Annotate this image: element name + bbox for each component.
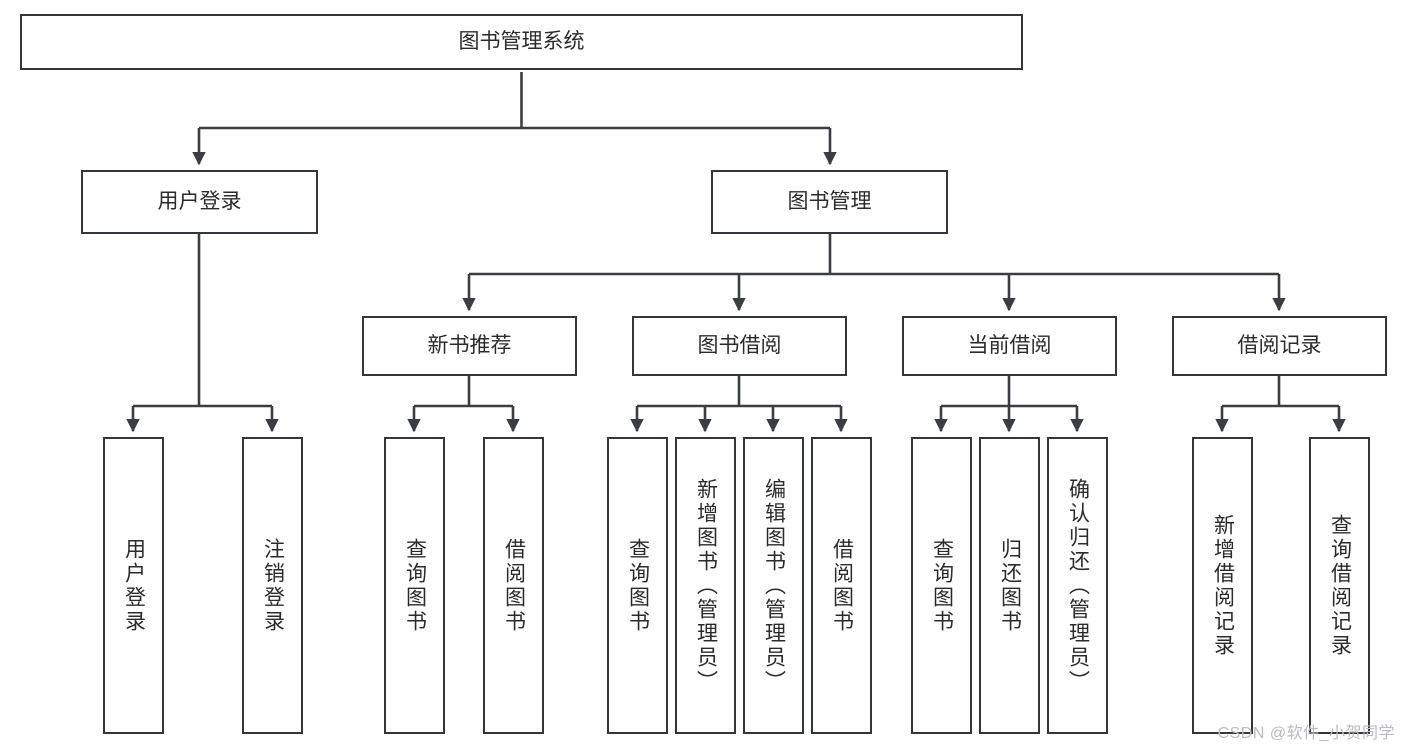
node-label: 图书管理 (787, 189, 872, 213)
node-label: 查询图书 (626, 537, 650, 634)
node-leaf-query-book-borrow[interactable]: 查询图书 (607, 437, 668, 734)
node-borrow-record[interactable]: 借阅记录 (1172, 316, 1387, 376)
node-leaf-edit-book-admin[interactable]: 编辑图书（管理员） (743, 437, 804, 734)
node-label: 归还图书 (998, 537, 1022, 634)
node-leaf-add-book-admin[interactable]: 新增图书（管理员） (675, 437, 736, 734)
node-label: 用户登录 (157, 189, 242, 213)
node-leaf-logout[interactable]: 注销登录 (242, 437, 303, 734)
node-label: 查询图书 (930, 537, 954, 634)
node-leaf-borrow-book-recommend[interactable]: 借阅图书 (483, 437, 544, 734)
node-label: 注销登录 (261, 537, 285, 634)
node-book-borrow[interactable]: 图书借阅 (632, 316, 847, 376)
node-label: 借阅图书 (830, 537, 854, 634)
node-label: 确认归还（管理员） (1066, 477, 1090, 694)
node-label: 新书推荐 (427, 333, 512, 357)
node-label: 借阅记录 (1237, 333, 1322, 357)
node-leaf-query-book-current[interactable]: 查询图书 (911, 437, 972, 734)
node-label: 查询借阅记录 (1328, 513, 1352, 658)
node-root-system[interactable]: 图书管理系统 (20, 14, 1023, 70)
node-user-login[interactable]: 用户登录 (81, 170, 318, 234)
node-label: 借阅图书 (502, 537, 526, 634)
node-leaf-confirm-return-admin[interactable]: 确认归还（管理员） (1047, 437, 1108, 734)
node-label: 图书管理系统 (458, 29, 585, 53)
node-label: 用户登录 (122, 537, 146, 634)
node-new-book-recommend[interactable]: 新书推荐 (362, 316, 577, 376)
node-leaf-add-borrow-record[interactable]: 新增借阅记录 (1192, 437, 1253, 734)
node-current-borrow[interactable]: 当前借阅 (902, 316, 1117, 376)
node-label: 图书借阅 (697, 333, 782, 357)
node-label: 新增借阅记录 (1211, 513, 1235, 658)
node-label: 新增图书（管理员） (694, 477, 718, 694)
node-leaf-return-book[interactable]: 归还图书 (979, 437, 1040, 734)
node-leaf-user-login[interactable]: 用户登录 (103, 437, 164, 734)
node-leaf-query-book-recommend[interactable]: 查询图书 (384, 437, 445, 734)
node-leaf-query-borrow-record[interactable]: 查询借阅记录 (1309, 437, 1370, 734)
node-leaf-borrow-book[interactable]: 借阅图书 (811, 437, 872, 734)
node-label: 查询图书 (403, 537, 427, 634)
node-book-management[interactable]: 图书管理 (711, 170, 948, 234)
node-label: 当前借阅 (967, 333, 1052, 357)
node-label: 编辑图书（管理员） (762, 477, 786, 694)
